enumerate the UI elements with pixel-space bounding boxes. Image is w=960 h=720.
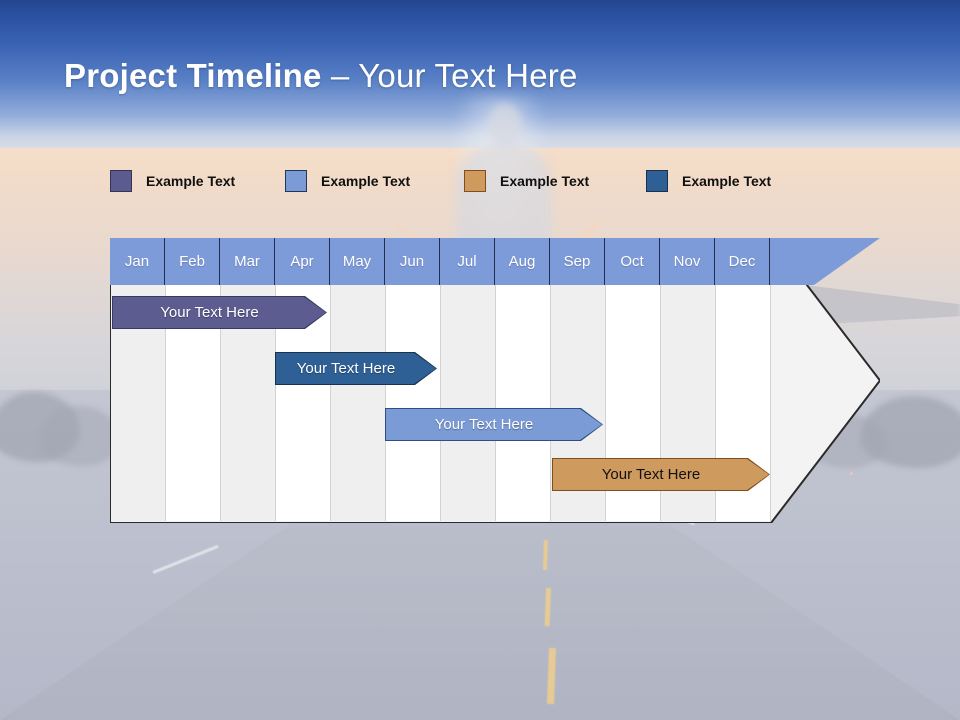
timeline-task-bar-1[interactable]: Your Text Here (112, 296, 327, 329)
legend-item-label: Example Text (321, 173, 411, 189)
page-title-light: Your Text Here (358, 57, 578, 94)
legend-swatch-icon (646, 170, 668, 192)
page-title: Project Timeline – Your Text Here (64, 57, 578, 95)
legend-item-3[interactable]: Example Text (464, 166, 589, 196)
person-silhouette-head (488, 104, 522, 148)
task-bar-label: Your Text Here (296, 360, 396, 377)
task-bar-fill (553, 459, 769, 490)
month-header-apr[interactable]: Apr (275, 238, 330, 285)
legend-item-label: Example Text (146, 173, 236, 189)
month-header-arrow-tip (770, 238, 880, 285)
legend: Example Text Example Text Example Text E… (110, 166, 830, 196)
task-bar-fill (386, 409, 602, 440)
legend-swatch-icon (110, 170, 132, 192)
month-header-jan[interactable]: Jan (110, 238, 165, 285)
legend-item-4[interactable]: Example Text (646, 166, 771, 196)
roadside-marker (850, 472, 853, 475)
task-bar-label: Your Text Here (160, 304, 259, 321)
legend-swatch-icon (285, 170, 307, 192)
page-title-strong: Project Timeline (64, 57, 322, 94)
legend-item-2[interactable]: Example Text (285, 166, 410, 196)
month-header-sep[interactable]: Sep (550, 238, 605, 285)
month-header-may[interactable]: May (330, 238, 385, 285)
tree-silhouette (40, 406, 120, 466)
month-header-nov[interactable]: Nov (660, 238, 715, 285)
task-bar-fill (276, 353, 436, 384)
month-header-feb[interactable]: Feb (165, 238, 220, 285)
timeline-column-aug (496, 285, 551, 521)
task-bar-label: Your Text Here (434, 416, 534, 433)
month-header-dec[interactable]: Dec (715, 238, 770, 285)
month-header-oct[interactable]: Oct (605, 238, 660, 285)
task-bar-fill (113, 297, 326, 328)
month-header-mar[interactable]: Mar (220, 238, 275, 285)
timeline-task-bar-4[interactable]: Your Text Here (552, 458, 770, 491)
legend-item-label: Example Text (682, 173, 772, 189)
month-header-aug[interactable]: Aug (495, 238, 550, 285)
legend-item-1[interactable]: Example Text (110, 166, 235, 196)
page-title-separator: – (321, 57, 359, 94)
legend-item-label: Example Text (500, 173, 590, 189)
month-header-jun[interactable]: Jun (385, 238, 440, 285)
month-header-jul[interactable]: Jul (440, 238, 495, 285)
timeline-column-jul (441, 285, 496, 521)
task-bar-label: Your Text Here (601, 466, 701, 483)
timeline-column-may (331, 285, 386, 521)
legend-swatch-icon (464, 170, 486, 192)
timeline-column-jun (386, 285, 441, 521)
timeline-task-bar-2[interactable]: Your Text Here (275, 352, 437, 385)
person-silhouette-body (456, 142, 552, 252)
timeline-task-bar-3[interactable]: Your Text Here (385, 408, 603, 441)
